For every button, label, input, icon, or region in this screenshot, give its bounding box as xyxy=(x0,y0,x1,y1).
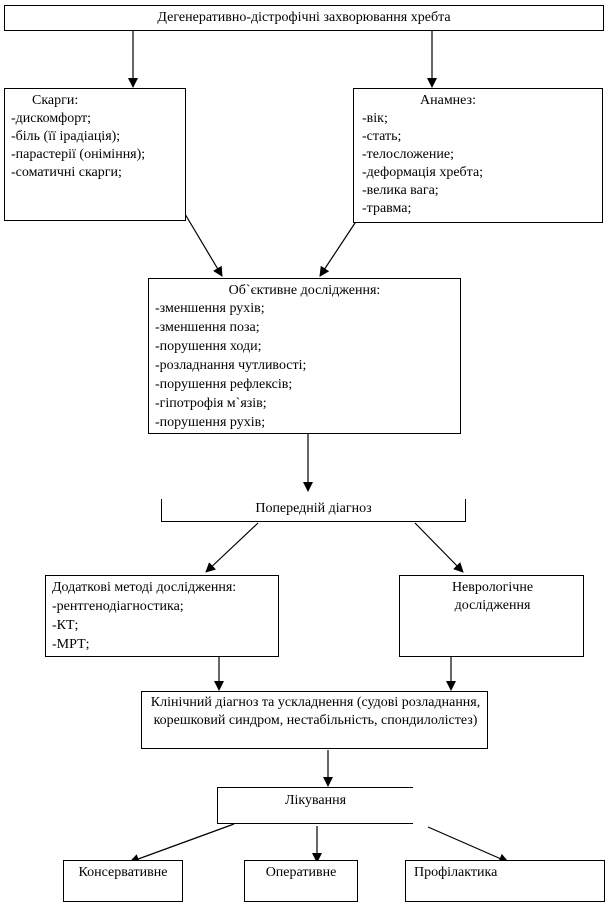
additional-methods-item: -МРТ; xyxy=(52,637,90,652)
anamnesis-item: -стать; xyxy=(362,129,402,144)
objective-box: Об`єктивне дослідження: -зменшення рухів… xyxy=(148,278,461,434)
complaints-item: -біль (її ірадіація); xyxy=(11,129,121,144)
anamnesis-item: -велика вага; xyxy=(362,183,439,198)
prophylaxis-box: Профілактика xyxy=(405,860,605,902)
anamnesis-heading: Анамнез: xyxy=(420,93,476,108)
anamnesis-box: Анамнез: -вік; -стать; -телосложение; -д… xyxy=(353,88,603,223)
additional-methods-item: -КТ; xyxy=(52,618,79,633)
arrow-treatment-to-conservative xyxy=(129,823,235,864)
additional-methods-item: -рентгенодіагностика; xyxy=(52,599,184,614)
conservative-box: Консервативне xyxy=(63,860,183,902)
treatment-text: Лікування xyxy=(284,793,347,808)
operative-text: Оперативне xyxy=(265,865,337,880)
preliminary-diagnosis-box: Попередній діагноз xyxy=(161,499,466,522)
objective-item: -порушення ходи; xyxy=(155,339,262,354)
anamnesis-item: -телосложение; xyxy=(362,147,454,162)
objective-item: -порушення рухів; xyxy=(155,415,266,430)
complaints-heading: Скарги: xyxy=(32,93,79,108)
arrow-complaints-to-objective xyxy=(184,213,223,277)
anamnesis-item: -вік; xyxy=(362,111,388,126)
complaints-item: -дискомфорт; xyxy=(11,111,92,126)
neurological-exam-box: Неврологічне дослідження xyxy=(399,575,584,657)
arrow-preliminary-to-neuro xyxy=(414,522,464,573)
complaints-box: Скарги: -дискомфорт; -біль (її ірадіація… xyxy=(4,88,186,221)
conservative-text: Консервативне xyxy=(78,865,168,880)
operative-box: Оперативне xyxy=(244,860,358,902)
arrow-anamnesis-to-objective xyxy=(319,219,358,277)
prophylaxis-text: Профілактика xyxy=(414,865,498,880)
preliminary-diagnosis-text: Попередній діагноз xyxy=(255,501,372,516)
complaints-item: -парастерії (оніміння); xyxy=(11,147,146,162)
additional-methods-heading: Додаткові методі дослідження: xyxy=(52,580,237,595)
arrow-preliminary-to-additional xyxy=(205,522,259,573)
anamnesis-item: -травма; xyxy=(362,201,412,216)
title-box: Дегенеративно-дістрофічні захворювання х… xyxy=(4,5,604,31)
arrow-treatment-to-prophylaxis xyxy=(427,826,509,863)
objective-item: -порушення рефлексів; xyxy=(155,377,293,392)
neurological-exam-text: Неврологічне дослідження xyxy=(451,580,534,613)
title-text: Дегенеративно-дістрофічні захворювання х… xyxy=(157,10,451,25)
anamnesis-item: -деформація хребта; xyxy=(362,165,484,180)
objective-item: -гіпотрофія м`язів; xyxy=(155,396,267,411)
clinical-diagnosis-text: Клінічний діагноз та ускладнення (судові… xyxy=(150,695,481,728)
objective-item: -зменшення поза; xyxy=(155,320,260,335)
treatment-box: Лікування xyxy=(217,787,413,824)
clinical-diagnosis-box: Клінічний діагноз та ускладнення (судові… xyxy=(141,691,488,749)
objective-item: -зменшення рухів; xyxy=(155,301,265,316)
objective-item: -розладнання чутливості; xyxy=(155,358,307,373)
additional-methods-box: Додаткові методі дослідження: -рентгенод… xyxy=(45,575,279,657)
objective-heading: Об`єктивне дослідження: xyxy=(228,283,381,298)
complaints-item: -соматичні скарги; xyxy=(11,165,122,180)
